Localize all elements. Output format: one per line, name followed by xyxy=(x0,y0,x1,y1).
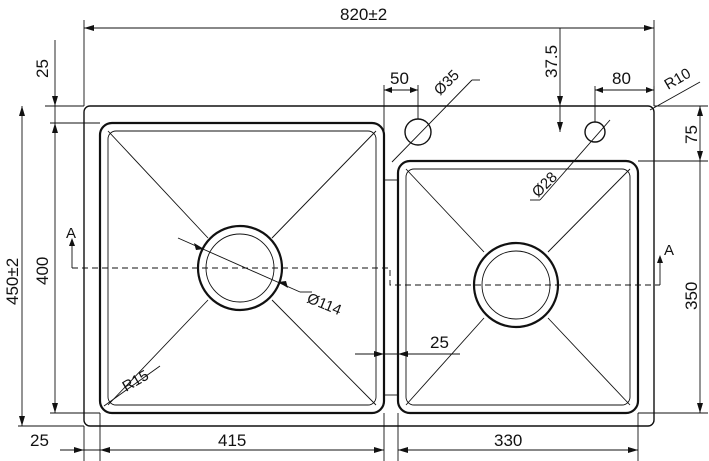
dim-corner-radius-r10: R10 xyxy=(662,65,694,93)
dim-right-bowl-width: 330 xyxy=(494,431,522,450)
dim-overall-height: 450±2 xyxy=(3,258,22,305)
divider-strip xyxy=(383,179,399,396)
dim-top-margin: 25 xyxy=(33,59,52,78)
dim-right-top-offset: 75 xyxy=(682,125,701,144)
right-bowl xyxy=(396,159,640,415)
section-line xyxy=(72,267,660,286)
section-mark-left: A xyxy=(66,225,76,242)
sink-outline xyxy=(83,105,655,427)
faucet-hole-large xyxy=(404,118,432,146)
left-drain xyxy=(196,224,284,312)
faucet-hole-small xyxy=(584,121,606,143)
dim-left-margin: 25 xyxy=(30,431,49,450)
section-mark-right: A xyxy=(664,242,674,259)
dim-hole-diameter-28: Ø28 xyxy=(529,169,561,201)
dim-inner-height: 400 xyxy=(33,257,52,285)
dim-overall-width: 820±2 xyxy=(340,5,387,24)
dim-hole-spacing-50: 50 xyxy=(390,69,409,88)
dim-offset-37-5: 37.5 xyxy=(542,45,561,78)
dim-drain-diameter: Ø114 xyxy=(305,290,344,319)
dim-hole-spacing-80: 80 xyxy=(612,69,631,88)
dim-divider-width: 25 xyxy=(430,333,449,352)
dim-left-bowl-width: 415 xyxy=(218,431,246,450)
dim-right-bowl-height: 350 xyxy=(682,282,701,310)
